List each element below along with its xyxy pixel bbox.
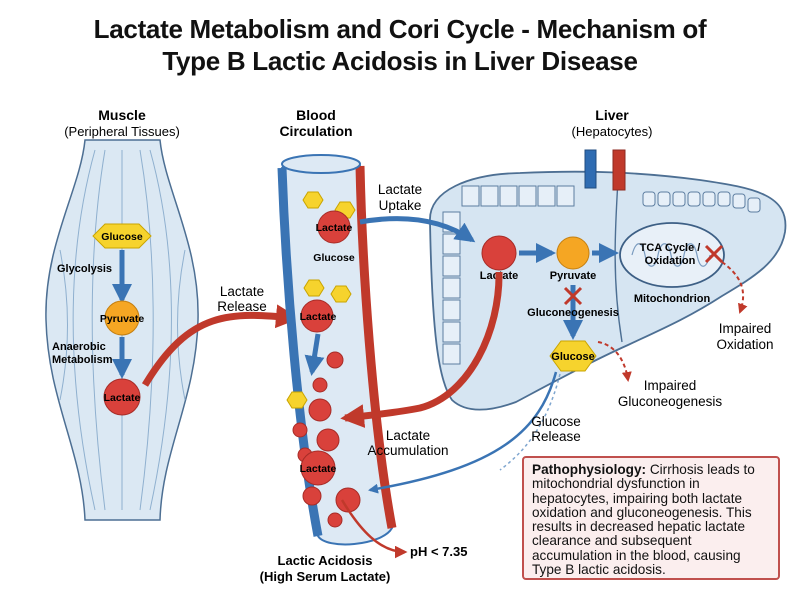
acidosis-label-1: Lactic Acidosis (278, 553, 373, 568)
liver-subheading: (Hepatocytes) (572, 124, 653, 139)
glycolysis-label: Glycolysis (57, 263, 112, 275)
lactate-uptake-label-1: Lactate (378, 182, 422, 197)
muscle-pyruvate-circle (104, 300, 140, 336)
muscle-glucose-label: Glucose (101, 231, 143, 243)
blood-glucose-hexagon (330, 285, 352, 303)
accumulation-label-1: Lactate (386, 428, 430, 443)
blood-lactate-label-bottom: Lactate (300, 463, 337, 475)
title-line-2: Type B Lactic Acidosis in Liver Disease (162, 46, 638, 76)
lactate-release-label-1: Lactate (220, 284, 264, 299)
blood-heading-1: Blood (296, 107, 336, 123)
blood-lactate-label-mid: Lactate (300, 311, 337, 323)
blood-lactate-dot (316, 428, 340, 452)
glucose-release-label-1: Glucose (531, 414, 581, 429)
lactate-uptake-arrow (359, 216, 476, 243)
lactate-uptake-label-2: Uptake (379, 198, 422, 213)
acidosis-arrow (340, 499, 408, 559)
blood-vessel (277, 154, 397, 546)
blood-lactate-dot (292, 422, 308, 438)
liver-lactate-circle (481, 235, 517, 271)
ph-label: pH < 7.35 (410, 544, 467, 559)
muscle-pyruvate-label: Pyruvate (100, 313, 145, 325)
accumulation-label-2: Accumulation (367, 443, 448, 458)
blood-glucose-label: Glucose (313, 252, 355, 264)
acidosis-label-2: (High Serum Lactate) (260, 569, 391, 584)
tca-label-1: TCA Cycle / (640, 242, 701, 254)
liver-pyruvate-label: Pyruvate (550, 270, 596, 282)
tca-label-2: Oxidation (645, 255, 696, 267)
impaired-oxidation-label-1: Impaired (719, 321, 772, 336)
anaerobic-label-2: Metabolism (52, 354, 113, 366)
blocked-oxidation-x (704, 244, 724, 264)
blood-heading-2: Circulation (279, 123, 352, 139)
anaerobic-label-1: Anaerobic (52, 341, 106, 353)
blood-lactate-circle (300, 299, 334, 333)
liver-pyruvate-circle (556, 236, 590, 270)
blood-lactate-dot (327, 512, 343, 528)
blood-glucose-hexagon (286, 391, 308, 409)
blood-lactate-dot (335, 487, 361, 513)
blood-lactate-dot (302, 486, 322, 506)
liver-glucose-label: Glucose (551, 351, 594, 363)
mitochondrion-label: Mitochondrion (634, 293, 711, 305)
impaired-oxidation-arrow (721, 261, 748, 314)
pathophysiology-text: Cirrhosis leads to mitochondrial dysfunc… (532, 462, 755, 578)
glucose-release-label-2: Release (531, 429, 581, 444)
blood-lactate-dot (308, 398, 332, 422)
muscle-lactate-label: Lactate (104, 392, 141, 404)
pathophysiology-box: Pathophysiology: Cirrhosis leads to mito… (522, 456, 780, 580)
pathophysiology-label: Pathophysiology: (532, 462, 647, 477)
liver-heading: Liver (595, 107, 629, 123)
blood-lactate-label-top: Lactate (316, 222, 353, 234)
impaired-gluconeogenesis-arrow (597, 341, 632, 382)
blocked-gluconeogenesis-x (563, 286, 583, 306)
title-line-1: Lactate Metabolism and Cori Cycle - Mech… (93, 14, 707, 44)
blood-lactate-dot (312, 377, 328, 393)
impaired-gluco-label-2: Gluconeogenesis (618, 394, 723, 409)
blood-flow-arrow (304, 333, 325, 376)
lactate-accumulation-arrow (340, 271, 503, 428)
mitochondrion (619, 222, 725, 288)
blood-glucose-hexagon (303, 279, 325, 297)
muscle-subheading: (Peripheral Tissues) (64, 124, 180, 139)
blood-lactate-circle (317, 210, 351, 244)
lactate-release-label-2: Release (217, 299, 267, 314)
impaired-oxidation-label-2: Oxidation (716, 337, 773, 352)
blood-glucose-hexagon (302, 191, 324, 209)
impaired-gluco-label-1: Impaired (644, 378, 697, 393)
liver-glucose-hexagon (549, 340, 597, 372)
blood-lactate-circle (300, 450, 336, 486)
blood-lactate-dot (326, 351, 344, 369)
lactate-release-arrow (141, 304, 300, 387)
muscle-glucose-hexagon (92, 223, 152, 249)
glucose-release-arrow (368, 371, 558, 494)
muscle-heading: Muscle (98, 107, 146, 123)
muscle-lactate-circle (103, 378, 141, 416)
gluconeogenesis-label: Gluconeogenesis (527, 307, 619, 319)
